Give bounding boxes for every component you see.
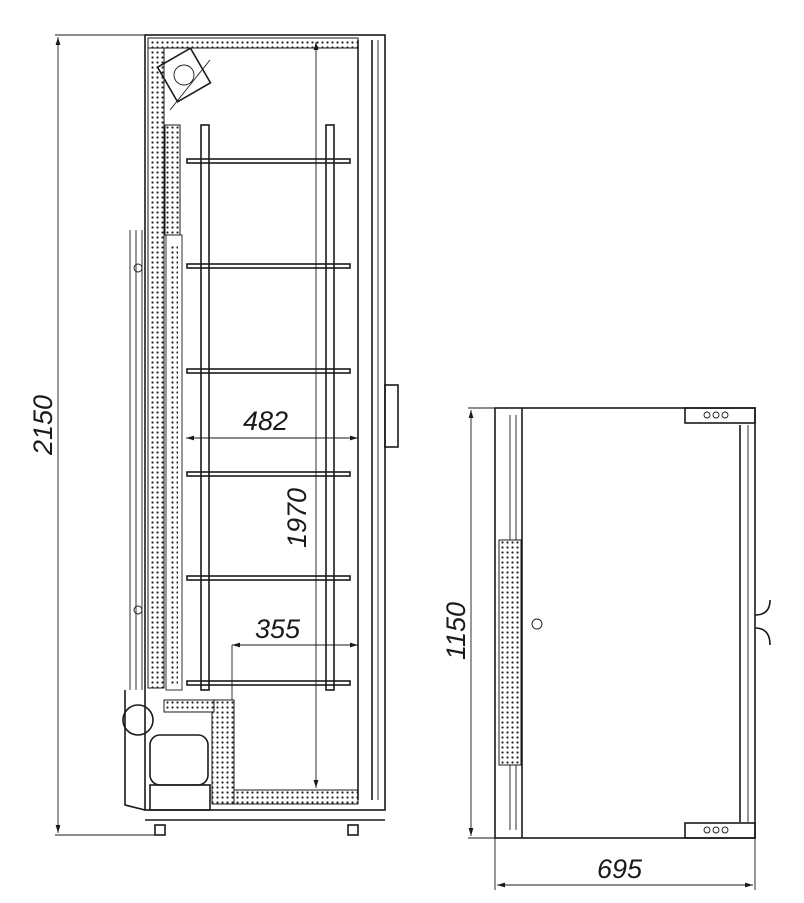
overall-height-label: 2150: [28, 395, 58, 456]
shelf: [186, 575, 351, 581]
shelf: [186, 471, 351, 477]
shelf: [186, 680, 351, 686]
condenser-clip: [133, 605, 143, 615]
lower-width-label: 355: [255, 614, 301, 644]
top-outline: [494, 407, 756, 839]
lock-icon: [531, 618, 543, 630]
shelf: [186, 263, 351, 269]
insulation-back: [147, 37, 165, 689]
hinge-bottom: [684, 822, 756, 839]
air-duct: [165, 234, 183, 691]
depth-label: 1150: [441, 602, 471, 660]
shelves: [186, 158, 351, 686]
top-view: 1150 695: [441, 407, 771, 890]
shelf: [186, 158, 351, 164]
condenser-clip: [133, 263, 143, 273]
shelf: [186, 368, 351, 374]
foot: [347, 824, 359, 836]
shelf-upright-front: [325, 124, 335, 691]
door-gasket: [498, 539, 522, 766]
hinge-top: [684, 407, 756, 424]
door-handle: [384, 384, 399, 448]
interior-height-label: 1970: [282, 488, 312, 548]
air-duct-fill: [170, 245, 178, 685]
insulation-compressor-top: [163, 699, 215, 713]
side-view: 2150: [28, 34, 399, 836]
foot: [154, 824, 166, 836]
insulation-top: [147, 37, 359, 49]
insulation-bottom: [231, 789, 359, 805]
power-cord-icon: [754, 599, 771, 646]
interior-width-label: 482: [243, 406, 288, 436]
shelf-upright-rear: [200, 124, 210, 691]
width-label: 695: [597, 854, 643, 884]
fan-icon: [156, 47, 212, 111]
evaporator: [164, 124, 181, 236]
compressor-icon: [122, 690, 211, 811]
insulation-compressor-wall: [211, 699, 235, 805]
